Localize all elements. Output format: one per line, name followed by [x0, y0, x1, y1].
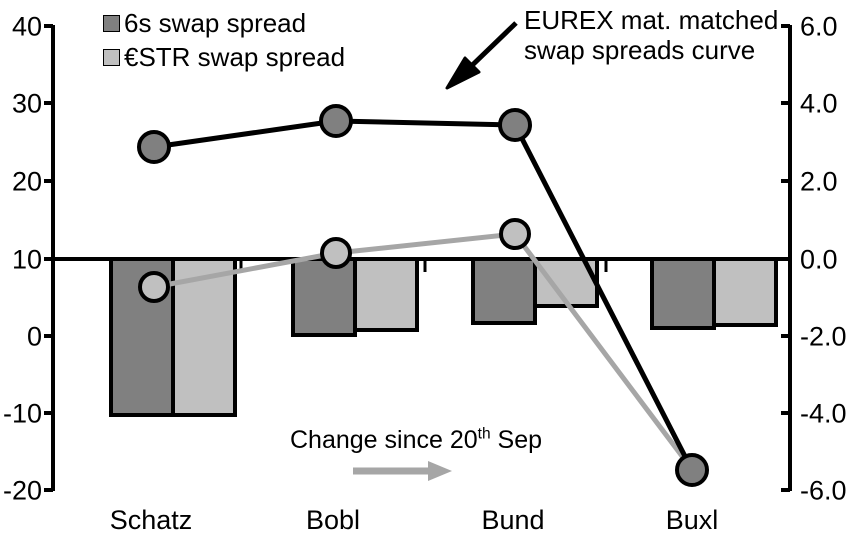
right-axis-tick-neg2: -2.0 — [800, 321, 847, 352]
legend-swatch-icon-6s — [103, 14, 120, 32]
x-axis-label-bund: Bund — [481, 505, 545, 535]
change-direction-arrow-icon — [353, 461, 452, 481]
bar-schatz-estr-swap-spread — [171, 257, 237, 417]
bar-group-buxl — [650, 257, 778, 330]
right-axis-tick-4: 4.0 — [800, 88, 838, 119]
left-axis-spine — [44, 24, 55, 492]
legend-label-estr: €STR swap spread — [124, 42, 346, 72]
left-axis-tick-0: 0 — [26, 321, 42, 352]
curve-annotation-line-2: swap spreads curve — [524, 34, 756, 65]
legend-swatch-icon-estr — [103, 48, 120, 66]
bar-group-schatz — [109, 257, 237, 417]
left-axis-tick-30: 30 — [11, 88, 42, 119]
curve-annotation-text: EUREX mat. matched swap spreads curve — [524, 5, 779, 65]
right-axis-tick-6: 6.0 — [800, 11, 838, 42]
right-axis-tick-neg6: -6.0 — [800, 475, 847, 506]
change-annotation-text: Change since 20th Sep — [290, 425, 543, 454]
left-axis-tick-neg20: -20 — [2, 475, 42, 506]
marker-change-bund — [499, 218, 531, 250]
left-axis-labels: 40 30 20 10 0 -10 -20 — [0, 0, 42, 539]
legend: 6s swap spread €STR swap spread — [103, 7, 345, 73]
bar-group-bobl — [291, 257, 419, 337]
marker-eurex-bobl — [319, 104, 353, 138]
legend-label-6s: 6s swap spread — [124, 8, 307, 38]
left-axis-tick-40: 40 — [11, 11, 42, 42]
line-series-change-since-sep — [138, 218, 703, 483]
marker-eurex-buxl — [675, 453, 709, 487]
change-annotation-ordinal: th — [477, 425, 491, 443]
bar-buxl-estr-swap-spread — [712, 257, 778, 327]
legend-item-estr-swap-spread[interactable]: €STR swap spread — [103, 41, 345, 73]
left-axis-tick-10: 10 — [11, 244, 42, 275]
curve-annotation-arrow-icon — [445, 21, 518, 90]
x-axis-label-bobl: Bobl — [305, 505, 361, 535]
change-annotation-prefix: Change since 20 — [290, 426, 478, 454]
legend-item-6s-swap-spread[interactable]: 6s swap spread — [103, 7, 345, 39]
right-axis-tick-2: 2.0 — [800, 166, 838, 197]
right-axis-tick-0: 0.0 — [800, 244, 838, 275]
left-axis-tick-neg10: -10 — [2, 398, 42, 429]
marker-change-schatz — [138, 271, 170, 303]
change-annotation-suffix: Sep — [490, 426, 543, 454]
bar-group-bund — [471, 257, 599, 325]
marker-eurex-bund — [498, 108, 532, 142]
x-axis-label-buxl: Buxl — [665, 505, 719, 535]
marker-change-bobl — [320, 237, 352, 269]
bar-bobl-6s-swap-spread — [291, 257, 357, 337]
line-series-eurex-curve — [137, 104, 709, 487]
bar-bund-6s-swap-spread — [471, 257, 537, 325]
bar-bobl-estr-swap-spread — [353, 257, 419, 332]
curve-annotation-line-1: EUREX mat. matched — [524, 5, 779, 35]
right-axis-tick-neg4: -4.0 — [800, 398, 847, 429]
x-axis-label-schatz: Schatz — [109, 505, 193, 535]
marker-eurex-schatz — [137, 130, 171, 164]
left-axis-tick-20: 20 — [11, 166, 42, 197]
right-axis-labels: 6.0 4.0 2.0 0.0 -2.0 -4.0 -6.0 — [800, 0, 852, 539]
bar-buxl-6s-swap-spread — [650, 257, 716, 330]
